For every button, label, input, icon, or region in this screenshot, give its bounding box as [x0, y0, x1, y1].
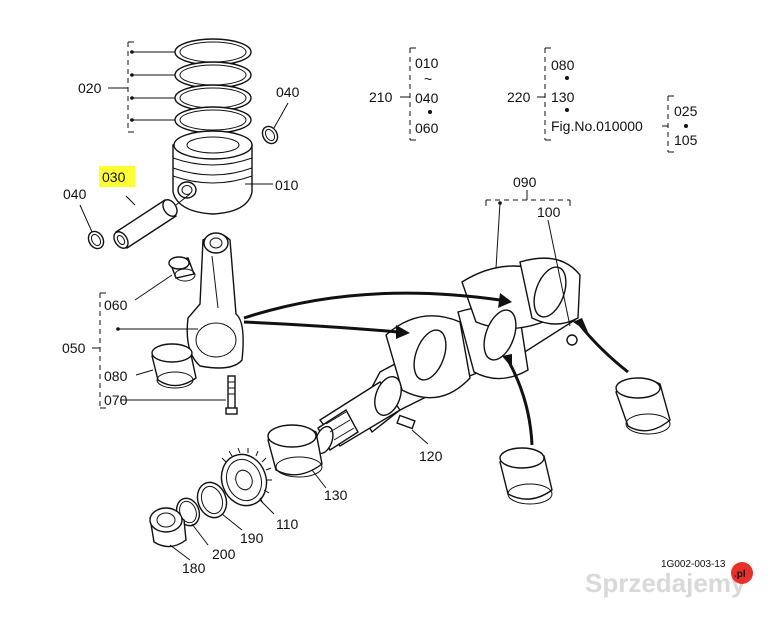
main-bearing-right [615, 377, 671, 435]
snap-ring-040-left [87, 230, 105, 250]
legend-210-item-3: 060 [415, 120, 439, 136]
label-110: 110 [276, 516, 299, 532]
legend-210-item-2: 040 [415, 90, 439, 106]
bracket-020 [108, 41, 176, 133]
label-130: 130 [324, 487, 348, 503]
legend-220-fig: Fig.No.010000 [551, 118, 643, 134]
watermark-text: Sprzedajemy [585, 568, 746, 598]
legend-210-code: 210 [369, 89, 393, 105]
bearing-080 [151, 343, 197, 389]
drawing-id: 1G002-003-13 [661, 559, 726, 570]
watermark-badge-text: .pl [734, 569, 746, 580]
main-bearing-bottom [499, 447, 553, 505]
label-020: 020 [78, 80, 102, 96]
label-050: 050 [62, 340, 86, 356]
bolt-070 [225, 375, 238, 415]
legend-fig-item-2: 105 [674, 132, 698, 148]
washer-190 [196, 481, 228, 519]
collar-180 [149, 507, 187, 548]
label-030: 030 [102, 169, 126, 185]
watermark-badge [731, 562, 753, 584]
piston [172, 130, 253, 215]
legend-210-bracket [400, 47, 416, 141]
highlight-030 [99, 166, 135, 187]
legend-210-item-1: 010 [415, 55, 439, 71]
legend-220-item-2: 130 [551, 89, 575, 105]
legend-220-bracket [537, 47, 569, 141]
label-040-left: 040 [63, 186, 87, 202]
legend-fig-bracket [662, 95, 688, 153]
label-040-right: 040 [276, 84, 300, 100]
label-100: 100 [537, 204, 561, 220]
bushing-060 [168, 256, 196, 282]
key-120 [396, 414, 416, 430]
label-200: 200 [212, 546, 236, 562]
legend-210-tilde: ~ [424, 71, 432, 87]
snap-ring-040-right [261, 125, 279, 145]
legend-fig-item-1: 025 [674, 103, 698, 119]
piston-pin-030 [113, 199, 178, 249]
label-190: 190 [240, 530, 264, 546]
label-070: 070 [104, 392, 128, 408]
bracket-090 [485, 190, 571, 327]
label-080: 080 [104, 368, 128, 384]
label-060: 060 [104, 297, 128, 313]
watermark: Sprzedajemy .pl [585, 562, 753, 598]
connecting-rod [186, 232, 244, 369]
label-090: 090 [513, 174, 537, 190]
gear-110 [220, 447, 272, 507]
label-180: 180 [182, 560, 206, 576]
label-120: 120 [419, 448, 443, 464]
bearing-130 [267, 424, 323, 478]
legend-220-code: 220 [507, 89, 531, 105]
assembly-arrows [243, 291, 629, 446]
piston-rings [174, 38, 252, 134]
crankshaft [314, 257, 581, 455]
bracket-050 [92, 292, 226, 409]
label-010: 010 [275, 177, 299, 193]
legend-220-item-1: 080 [551, 57, 575, 73]
